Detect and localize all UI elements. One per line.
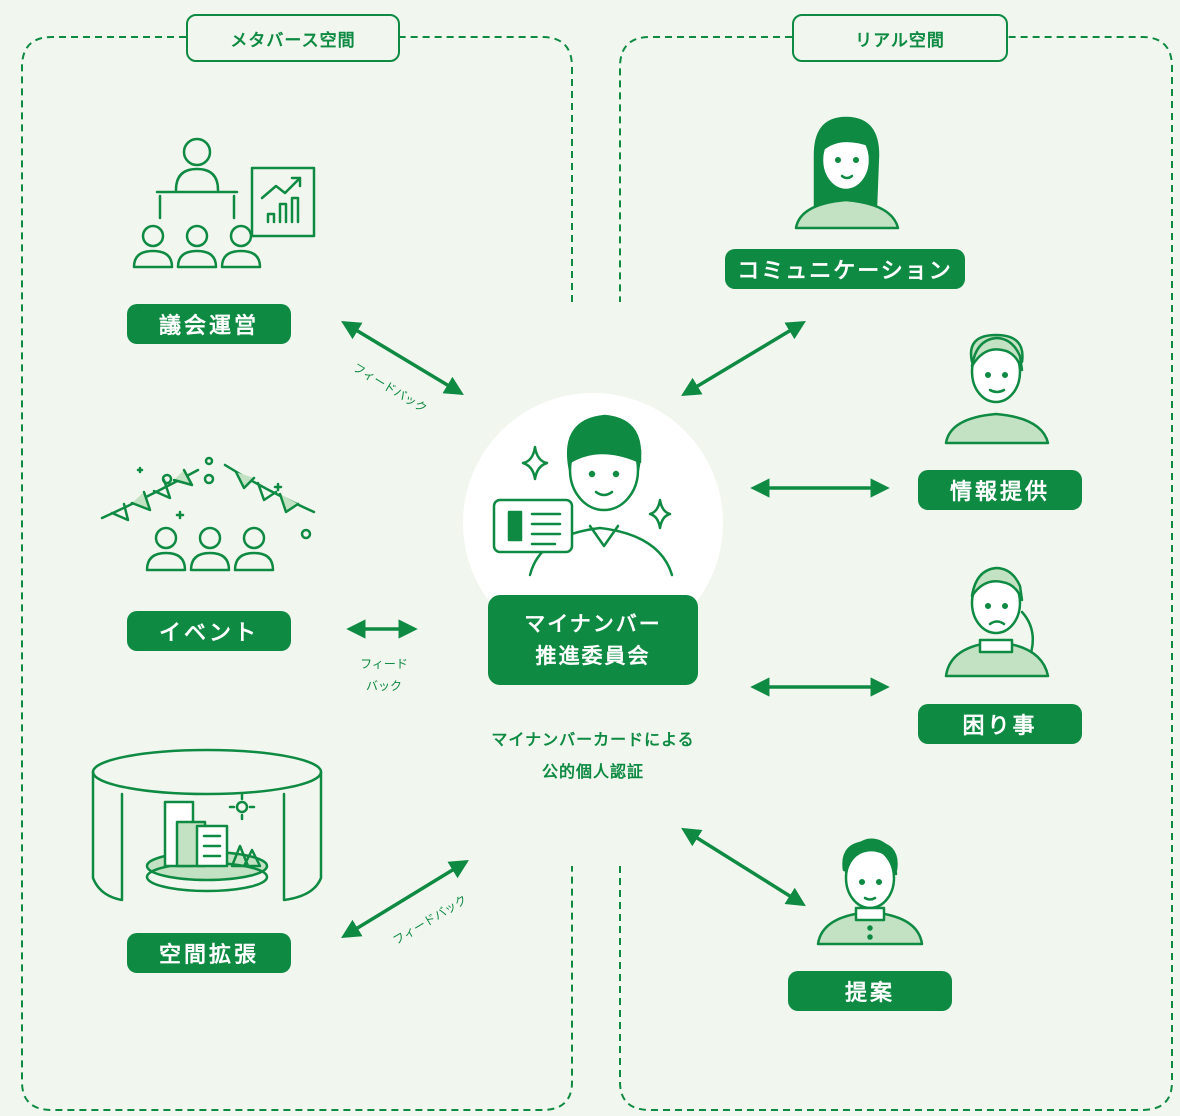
sparkle-icon: [648, 498, 672, 530]
worried-woman-icon: [944, 566, 1050, 678]
elderly-woman-icon: [944, 333, 1050, 445]
trouble-label: 困り事: [918, 704, 1082, 744]
young-woman-icon: [816, 838, 924, 946]
communication-label: コミュニケーション: [725, 249, 965, 289]
real-region-border: [619, 36, 1173, 1111]
presentation-meeting-icon: [132, 137, 316, 269]
center-circle: [463, 393, 723, 653]
arrow-proposal: [681, 827, 806, 907]
real-region-title: リアル空間: [792, 14, 1008, 62]
assembly-label: 議会運営: [127, 304, 291, 344]
metaverse-region-border: [21, 36, 573, 1111]
woman-long-hair-icon: [794, 116, 900, 230]
arrow-space: [341, 859, 469, 939]
metaverse-region-title: メタバース空間: [186, 14, 400, 62]
committee-line-1: マイナンバー: [524, 612, 662, 636]
virtual-city-icon: [91, 748, 323, 902]
auth-caption-line-2: 公的個人認証: [541, 762, 644, 781]
proposal-label: 提案: [788, 971, 952, 1011]
info-label: 情報提供: [918, 470, 1082, 510]
arrow-communication: [681, 321, 806, 396]
official-with-id-card-icon: [492, 414, 674, 577]
auth-caption: マイナンバーカードによる 公的個人認証: [440, 724, 746, 788]
arrows: [341, 321, 890, 939]
mynumber-committee-label: マイナンバー 推進委員会: [488, 595, 698, 685]
party-event-icon: [100, 456, 316, 572]
space-expansion-label: 空間拡張: [127, 933, 291, 973]
committee-line-2: 推進委員会: [535, 644, 651, 668]
auth-caption-line-1: マイナンバーカードによる: [491, 730, 695, 749]
sparkle-icon: [521, 445, 549, 481]
feedback-label-middle-2: バック: [365, 679, 402, 693]
arrow-assembly: [341, 321, 464, 395]
event-label: イベント: [127, 611, 291, 651]
feedback-label-middle-1: フィード: [360, 657, 408, 671]
